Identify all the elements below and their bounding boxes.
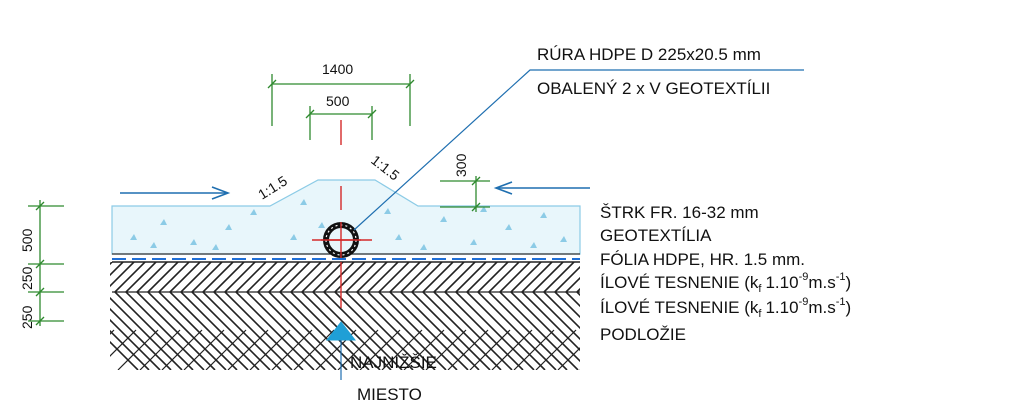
pipe-hdpe xyxy=(321,222,361,258)
dimension-layer-250b-label: 250 xyxy=(19,305,35,329)
dimension-1400-label: 1400 xyxy=(322,61,353,77)
dimension-300 xyxy=(440,176,490,212)
dimension-layer-500-label: 500 xyxy=(19,228,35,252)
lowest-point-label-line1: NAJNIŽŠIE xyxy=(350,353,437,372)
lowest-point-label-line2: MIESTO xyxy=(357,385,422,404)
flow-arrow-right xyxy=(493,181,590,195)
pipe-label-line1: RÚRA HDPE D 225x20.5 mm xyxy=(537,45,761,64)
dimension-500-label: 500 xyxy=(326,93,350,109)
gravel-texture xyxy=(130,199,567,250)
pipe-label-line2: OBALENÝ 2 x V GEOTEXTÍLII xyxy=(537,79,770,98)
lowest-point-marker xyxy=(325,321,357,341)
dimension-1400 xyxy=(267,74,415,126)
pipe-leader-line xyxy=(353,69,804,231)
clay-layer-2 xyxy=(110,292,580,370)
layer-geotextile-label: GEOTEXTÍLIA xyxy=(600,226,712,245)
gravel-layer xyxy=(111,179,581,255)
layer-foil-label: FÓLIA HDPE, HR. 1.5 mm. xyxy=(600,250,805,269)
flow-arrow-left xyxy=(120,186,231,200)
clay-layer-1 xyxy=(110,262,580,292)
dimension-layers-left xyxy=(28,200,64,326)
dimension-layer-250a-label: 250 xyxy=(19,266,35,290)
layer-gravel-label: ŠTRK FR. 16-32 mm xyxy=(600,203,759,222)
layer-subsoil-label: PODLOŽIE xyxy=(600,325,686,344)
dimension-500 xyxy=(305,106,377,140)
slope-label-right: 1:1.5 xyxy=(368,152,403,184)
dimension-300-label: 300 xyxy=(453,153,469,177)
